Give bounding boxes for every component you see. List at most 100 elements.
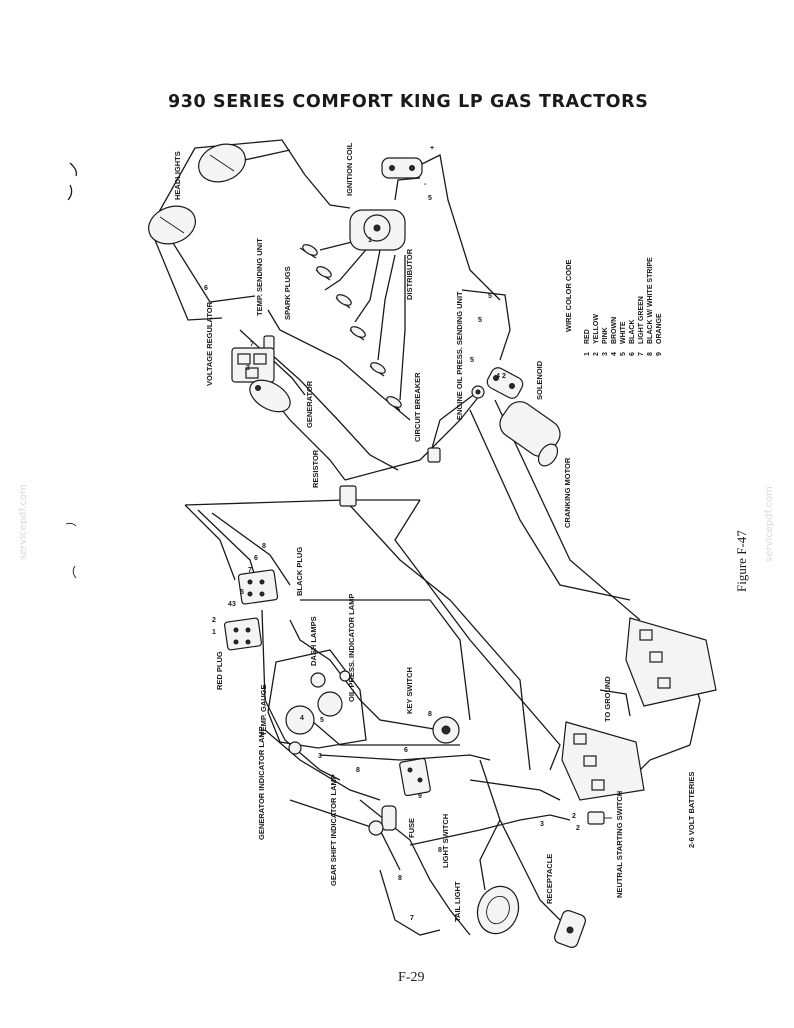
- label-solenoid: SOLENOID: [535, 360, 544, 400]
- watermark-right: servicepdf.com: [764, 486, 775, 562]
- ground-strap: [599, 689, 631, 717]
- wire-num: 5: [470, 357, 474, 364]
- wire-code-6-num: 6: [629, 352, 636, 356]
- wire-code-5-color: WHITE: [620, 321, 627, 344]
- wire-num: 2: [572, 813, 576, 820]
- instrument-panel: [267, 649, 367, 755]
- wire-code-1-num: 1: [584, 352, 591, 356]
- wire-code-8-color: BLACK W/ WHITE STRIPE: [647, 257, 654, 344]
- wire-num: +: [430, 145, 434, 152]
- wire-num: 5: [240, 589, 244, 596]
- resistor: [339, 485, 357, 507]
- label-engine-oil-press-sending-unit: ENGINE OIL PRESS. SENDING UNIT: [455, 291, 464, 420]
- wire-code-7-color: LIGHT GREEN: [638, 296, 645, 344]
- light-switch: [399, 757, 431, 797]
- label-to-ground: TO GROUND: [603, 676, 612, 722]
- key-switch: [432, 716, 460, 744]
- red-plug: [224, 617, 262, 651]
- wire-num: 2: [576, 825, 580, 832]
- wire-code-2-num: 2: [593, 352, 600, 356]
- circuit-breaker: [427, 447, 441, 463]
- label-light-switch: LIGHT SWITCH: [441, 814, 450, 868]
- tail-light: [476, 885, 520, 935]
- wire-num: 8: [262, 543, 266, 550]
- solenoid: [486, 367, 524, 399]
- label-spark-plugs: SPARK PLUGS: [283, 266, 292, 320]
- wire-code-9-num: 9: [656, 352, 663, 356]
- gear-shift-indicator-lamp: [368, 820, 384, 836]
- label-dash-lamps: DASH LAMPS: [309, 616, 318, 666]
- wire-code-4-num: 4: [611, 352, 618, 356]
- wire-code-9-color: ORANGE: [656, 313, 663, 344]
- wire-num: 8: [356, 767, 360, 774]
- wire-num: 2: [212, 617, 216, 624]
- wire-num: 4: [228, 601, 232, 608]
- generator: [249, 379, 291, 413]
- wire-code-5-num: 5: [620, 352, 627, 356]
- label-temp-sending-unit: TEMP. SENDING UNIT: [255, 238, 264, 316]
- component-labels: HEADLIGHTS IGNITION COIL TEMP. SENDING U…: [173, 142, 696, 922]
- label-circuit-breaker: CIRCUIT BREAKER: [413, 372, 422, 442]
- wire-num: 5: [428, 195, 432, 202]
- wire-num: 5: [478, 317, 482, 324]
- wire-code-6-color: BLACK: [629, 320, 636, 345]
- wire-color-code: WIRE COLOR CODE 1 RED 2 YELLOW 3 PINK 4 …: [564, 257, 663, 356]
- wire-code-3-color: PINK: [602, 327, 609, 344]
- batteries: [561, 617, 717, 801]
- label-black-plug: BLACK PLUG: [295, 547, 304, 596]
- receptacle: [553, 910, 587, 948]
- headlights: [148, 143, 246, 245]
- wire-num: 3: [232, 601, 236, 608]
- cranking-motor: [499, 401, 561, 467]
- label-neutral-starting-switch: NEUTRAL STARTING SWITCH: [615, 791, 624, 898]
- figure-label: Figure F-47: [734, 530, 749, 592]
- wire-num: 7: [248, 567, 252, 574]
- fuse: [381, 805, 397, 831]
- wire-num: -: [424, 181, 427, 188]
- page-title: 930 SERIES COMFORT KING LP GAS TRACTORS: [168, 92, 649, 112]
- wire-num: 4: [496, 373, 500, 380]
- engine-oil-press-sending-unit: [471, 385, 485, 399]
- wire-num: 7: [410, 915, 414, 922]
- wire-num: 8: [428, 711, 432, 718]
- label-key-switch: KEY SWITCH: [405, 667, 414, 714]
- label-cranking-motor: CRANKING MOTOR: [563, 457, 572, 528]
- label-headlights: HEADLIGHTS: [173, 151, 182, 200]
- distributor: [349, 209, 406, 251]
- label-generator-indicator-lamp: GENERATOR INDICATOR LAMP: [257, 726, 266, 840]
- label-distributor: DISTRIBUTOR: [405, 248, 414, 300]
- wire-num: 2: [502, 373, 506, 380]
- wire-num: 6: [204, 285, 208, 292]
- label-temp-gauge: TEMP. GAUGE: [259, 684, 268, 736]
- wire-code-1-color: RED: [584, 329, 591, 344]
- black-plug: [237, 569, 279, 605]
- label-tail-light: TAIL LIGHT: [453, 881, 462, 922]
- label-generator: GENERATOR: [305, 380, 314, 428]
- wire-code-8-num: 8: [647, 352, 654, 356]
- wire-num: 8: [438, 847, 442, 854]
- wire-code-2-color: YELLOW: [593, 314, 600, 344]
- voltage-regulator: [231, 347, 275, 383]
- wire-num: 7: [250, 341, 254, 348]
- label-batteries: 2-6 VOLT BATTERIES: [687, 772, 696, 848]
- wire-code-7-num: 7: [638, 352, 645, 356]
- label-gear-shift-indicator-lamp: GEAR SHIFT INDICATOR LAMP: [329, 774, 338, 886]
- label-ignition-coil: IGNITION COIL: [345, 142, 354, 196]
- scan-marks: [65, 162, 78, 579]
- page-number: F-29: [398, 970, 425, 985]
- wire-color-code-title: WIRE COLOR CODE: [564, 260, 573, 333]
- wire-num: 3: [318, 753, 322, 760]
- wire-num: 8: [398, 875, 402, 882]
- label-voltage-regulator: VOLTAGE REGULATOR: [205, 301, 214, 386]
- spark-plugs: [299, 244, 402, 411]
- wire-num: 4: [300, 715, 304, 722]
- label-red-plug: RED PLUG: [215, 651, 224, 690]
- wire-code-3-num: 3: [602, 352, 609, 356]
- wire-num: 6: [254, 555, 258, 562]
- label-resistor: RESISTOR: [311, 449, 320, 488]
- wire-num: 5: [488, 293, 492, 300]
- ignition-coil: [381, 157, 423, 179]
- wire-numbers: + - 5 6 1 5 5 7 3 2 5 4 8 7 6 5 4 2 1 3 …: [204, 145, 580, 922]
- neutral-starting-switch: [587, 811, 612, 825]
